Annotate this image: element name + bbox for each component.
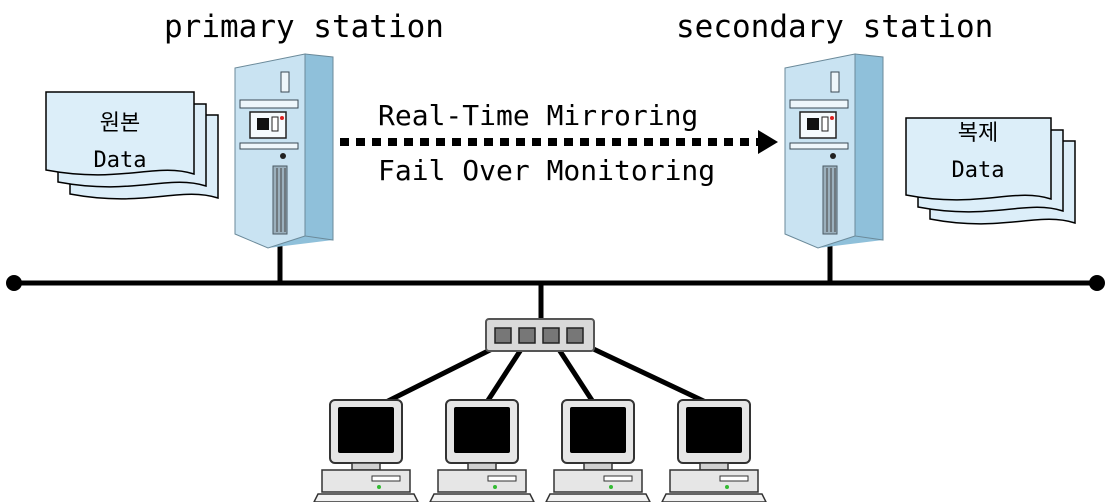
secondary-server-icon — [784, 53, 884, 249]
mirroring-arrow — [340, 130, 778, 154]
client-workstation-icon — [429, 399, 535, 502]
link-client-4 — [583, 342, 714, 408]
failover-monitoring-label: Fail Over Monitoring — [378, 154, 716, 187]
client-workstation-icon — [313, 399, 419, 502]
link-client-1 — [378, 342, 502, 408]
bus-endpoint-left — [6, 275, 22, 291]
secondary-document-stack-icon — [905, 117, 1076, 225]
secondary-station-title: secondary station — [676, 9, 994, 45]
primary-server-icon — [234, 53, 334, 249]
secondary-doc-label-korean: 복제 — [957, 121, 999, 146]
bus-endpoint-right — [1089, 275, 1105, 291]
primary-document-stack-icon — [45, 91, 219, 200]
realtime-mirroring-label: Real-Time Mirroring — [378, 99, 699, 132]
primary-station-title: primary station — [164, 9, 444, 45]
secondary-doc-label-data: Data — [951, 158, 1005, 183]
primary-doc-label-korean: 원본 — [99, 111, 141, 136]
client-workstation-icon — [545, 399, 651, 502]
network-hub-icon — [485, 318, 595, 352]
primary-doc-label-data: Data — [93, 148, 147, 173]
link-client-3 — [555, 346, 598, 407]
link-client-2 — [482, 346, 525, 407]
client-workstation-icon — [661, 399, 767, 502]
hub-client-links — [378, 342, 714, 408]
